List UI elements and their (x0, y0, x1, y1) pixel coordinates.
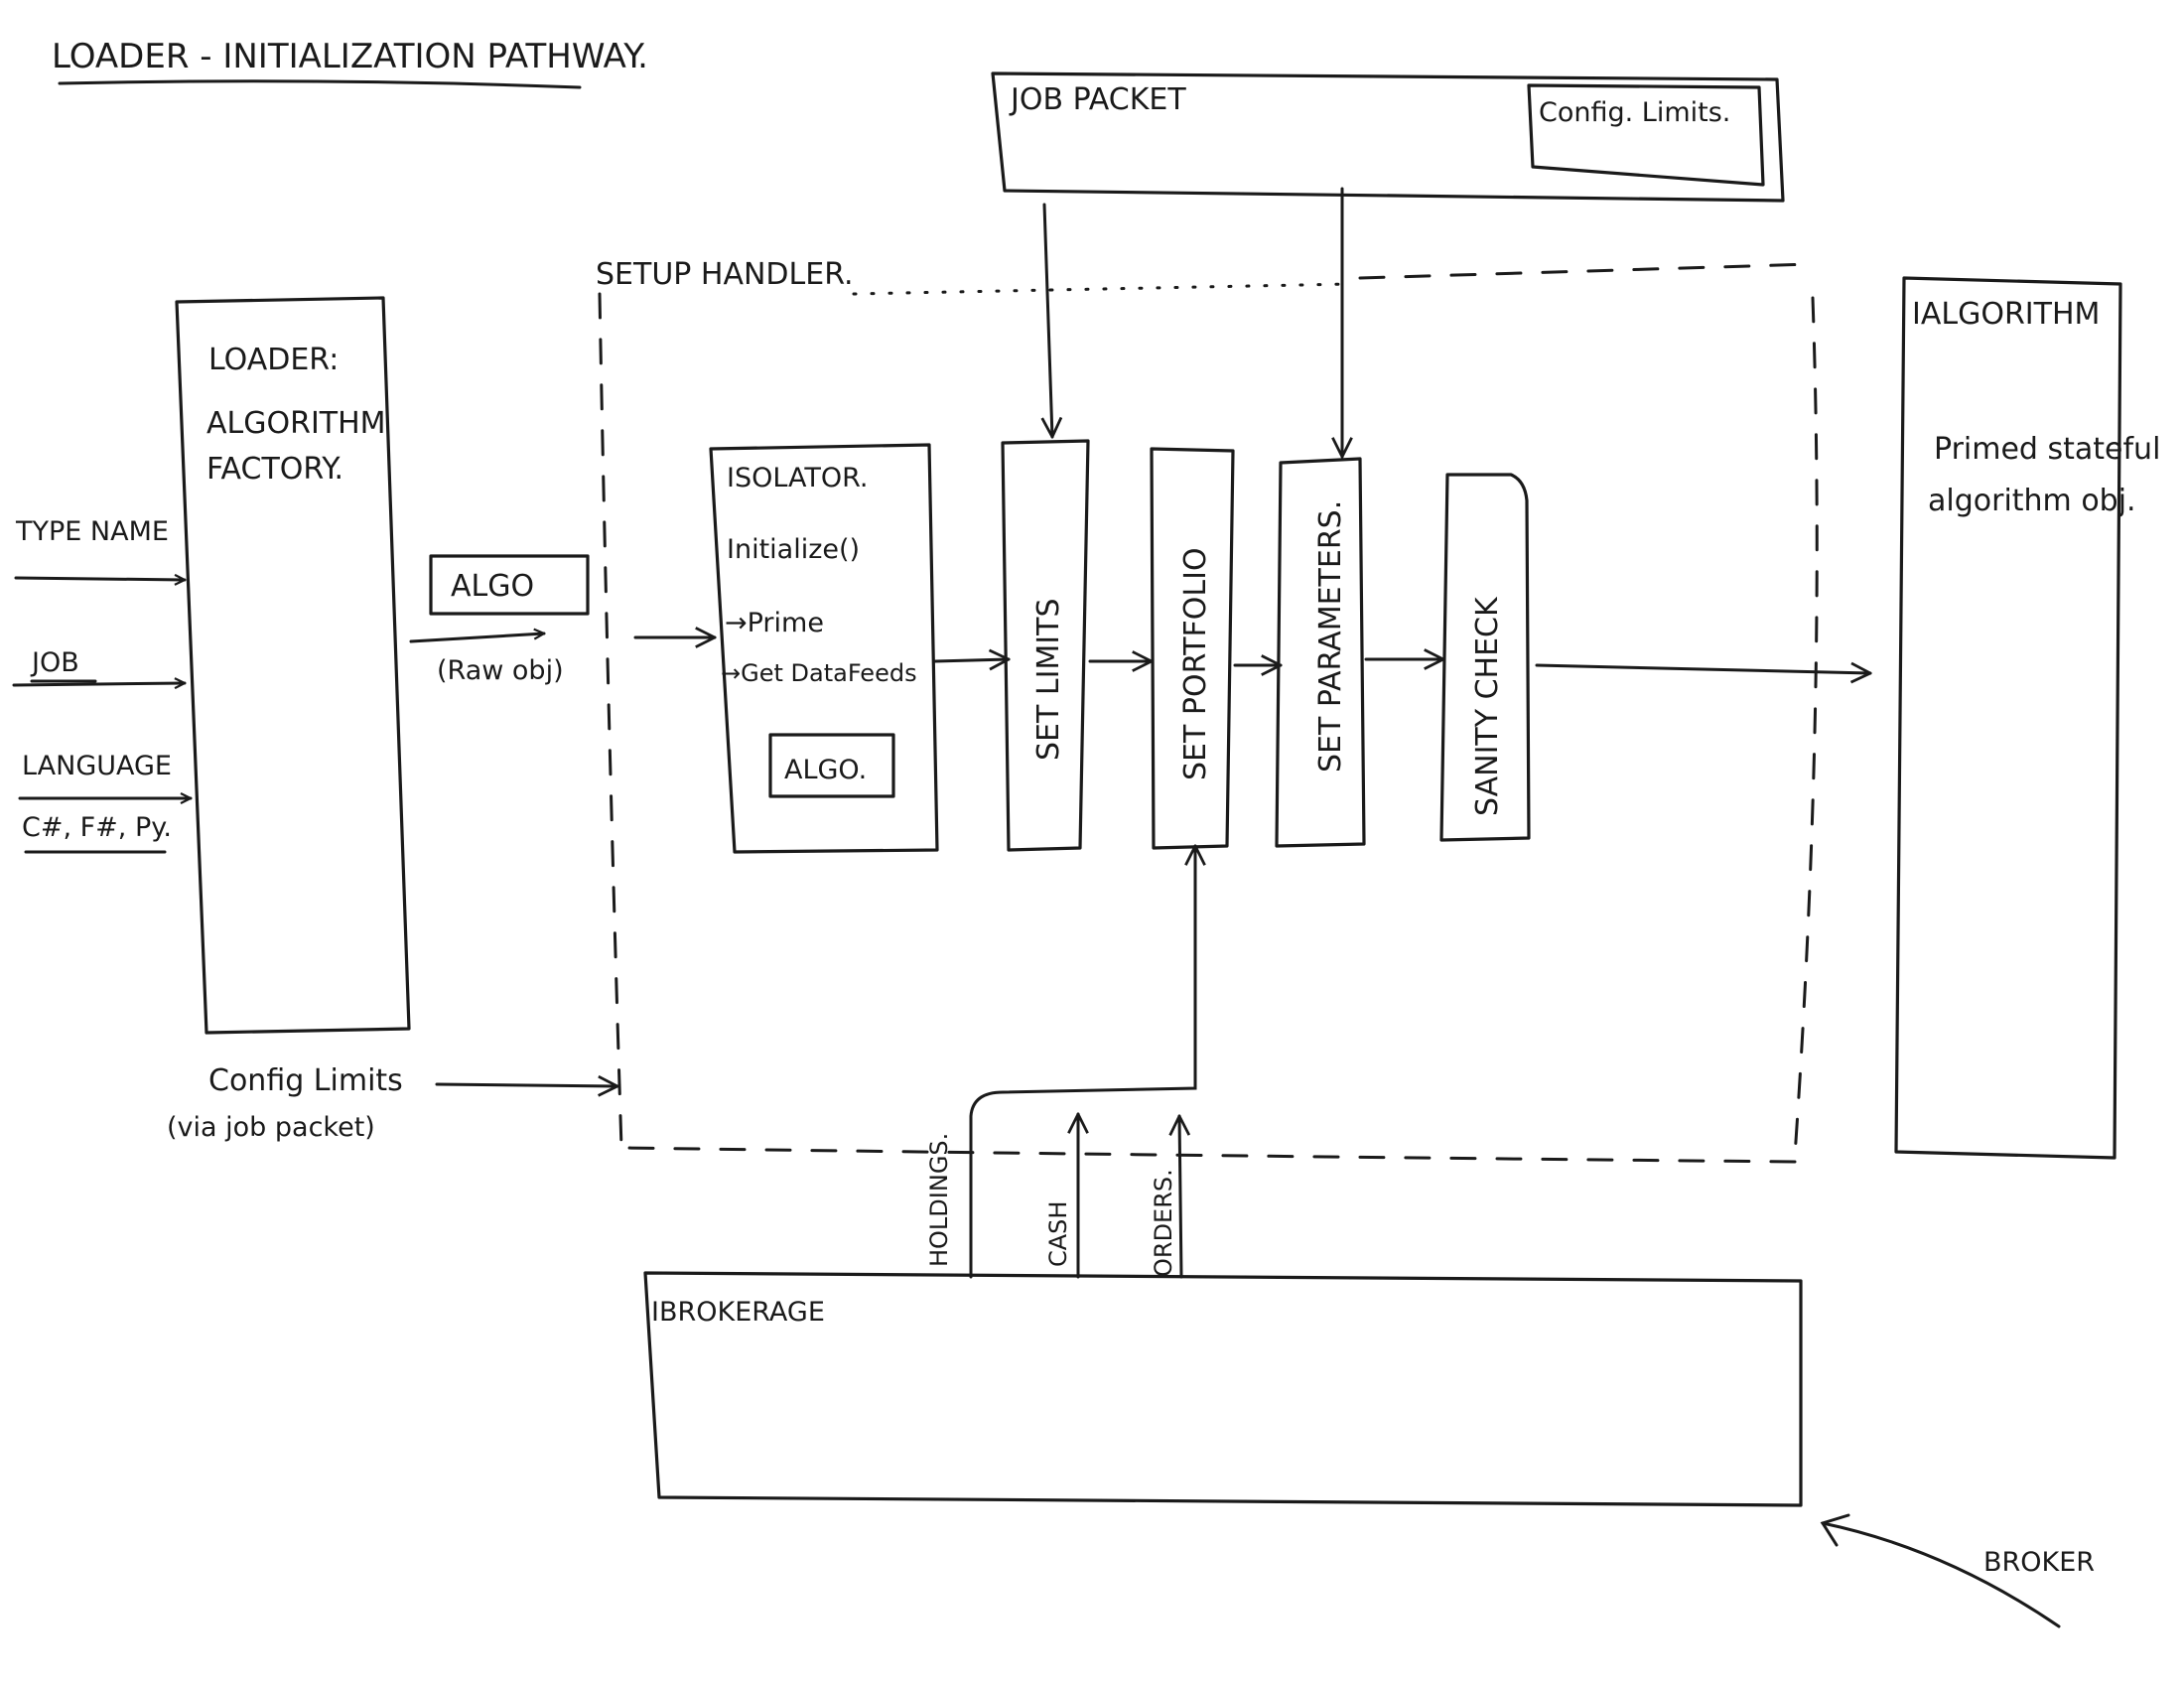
set-portfolio-outline (1150, 447, 1235, 850)
loader-title: LOADER: (208, 343, 339, 377)
ialgorithm-title: IALGORITHM (1912, 297, 2100, 332)
diagram-title: LOADER - INITIALIZATION PATHWAY. (52, 37, 648, 89)
setup-handler-title: SETUP HANDLER. (596, 257, 854, 292)
setup-handler-left-edge (598, 292, 623, 1150)
isolator-line3: →Get DataFeeds (721, 659, 917, 687)
job-packet-outline (991, 71, 1785, 203)
sanity-check-outline (1439, 473, 1531, 842)
loader-inputs: TYPE NAME JOB LANGUAGE C#, F#, Py. (12, 516, 193, 854)
job-packet-config-box (1527, 83, 1765, 187)
algo-raw: ALGO (Raw obj) (409, 554, 590, 686)
input-job-label: JOB (30, 647, 79, 678)
isolator-algo-box (768, 733, 895, 798)
set-parameters-label: SET PARAMETERS. (1313, 500, 1348, 773)
title-underline (58, 79, 582, 89)
ibrokerage-outline (643, 1271, 1803, 1507)
algo-raw-arrow (409, 633, 546, 643)
cash-label: CASH (1044, 1201, 1072, 1267)
set-parameters-outline (1275, 457, 1366, 848)
broker-feeds-to-set-portfolio-arrow (969, 844, 1195, 1279)
broker-label: BROKER (1983, 1547, 2095, 1578)
job-packet: JOB PACKET Config. Limits. (991, 71, 1785, 459)
loader-subtitle-line1: ALGORITHM (206, 406, 386, 441)
job-packet-to-set-limits-arrow (1044, 203, 1052, 437)
ialgorithm-outline (1894, 276, 2122, 1160)
ialgorithm-line1: Primed stateful (1934, 432, 2160, 467)
isolator-box: ISOLATOR. Initialize() →Prime →Get DataF… (633, 443, 939, 854)
step-set-parameters: SET PARAMETERS. (1233, 457, 1366, 848)
input-type-name-label: TYPE NAME (15, 516, 169, 547)
orders-label: ORDERS. (1150, 1169, 1177, 1277)
isolator-to-set-limits-arrow (933, 659, 1009, 661)
isolator-title: ISOLATOR. (727, 463, 869, 493)
isolator-line2: →Prime (725, 608, 824, 638)
ibrokerage-title: IBROKERAGE (651, 1297, 825, 1328)
config-note-arrow (435, 1084, 619, 1086)
config-note: Config Limits (via job packet) (167, 1063, 619, 1143)
broker-arrow-line (1821, 1521, 2061, 1628)
job-packet-config-label: Config. Limits. (1539, 97, 1730, 128)
algo-raw-box (429, 554, 590, 616)
config-note-line2: (via job packet) (167, 1112, 375, 1143)
input-job-arrow (12, 683, 187, 685)
setup-handler-top-dashed (1358, 262, 1815, 280)
ibrokerage-box: IBROKERAGE (643, 1271, 1803, 1507)
step-sanity-check: SANITY CHECK (1364, 473, 1870, 842)
isolator-algo-label: ALGO. (784, 755, 867, 785)
algo-raw-label: ALGO (451, 569, 534, 604)
broker: BROKER (1820, 1513, 2095, 1628)
sanity-check-to-ialgorithm-arrow (1535, 665, 1870, 673)
loader-box: LOADER: ALGORITHM FACTORY. (175, 296, 411, 1035)
isolator-line1: Initialize() (727, 534, 860, 565)
input-language-label: LANGUAGE (22, 751, 172, 781)
job-packet-title: JOB PACKET (1009, 82, 1186, 117)
ialgorithm-box: IALGORITHM Primed stateful algorithm obj… (1894, 276, 2160, 1160)
loader-subtitle-line2: FACTORY. (206, 452, 343, 487)
set-limits-label: SET LIMITS (1031, 598, 1066, 761)
sanity-check-label: SANITY CHECK (1470, 596, 1505, 816)
ialgorithm-line2: algorithm obj. (1928, 484, 2136, 518)
holdings-label: HOLDINGS. (925, 1133, 953, 1267)
broker-feeds: HOLDINGS. CASH ORDERS. (925, 844, 1195, 1279)
setup-handler-right-edge (1793, 296, 1819, 1158)
algo-raw-note: (Raw obj) (437, 655, 564, 686)
set-limits-outline (1001, 439, 1090, 852)
orders-feed-arrow (1179, 1116, 1181, 1279)
setup-handler-bottom-edge (623, 1146, 1797, 1164)
title-text: LOADER - INITIALIZATION PATHWAY. (52, 37, 648, 76)
step-set-portfolio: SET PORTFOLIO (1088, 447, 1235, 850)
broker-arrow-head (1820, 1513, 1850, 1547)
set-portfolio-label: SET PORTFOLIO (1178, 547, 1213, 780)
setup-handler-top-dotted (852, 282, 1352, 296)
step-set-limits: SET LIMITS (933, 439, 1090, 852)
isolator-outline (709, 443, 939, 854)
input-languages-text: C#, F#, Py. (22, 812, 172, 843)
input-type-name-arrow (14, 578, 187, 580)
config-note-line1: Config Limits (208, 1063, 403, 1098)
loader-outline (175, 296, 411, 1035)
setup-handler: SETUP HANDLER. (596, 257, 1819, 1164)
